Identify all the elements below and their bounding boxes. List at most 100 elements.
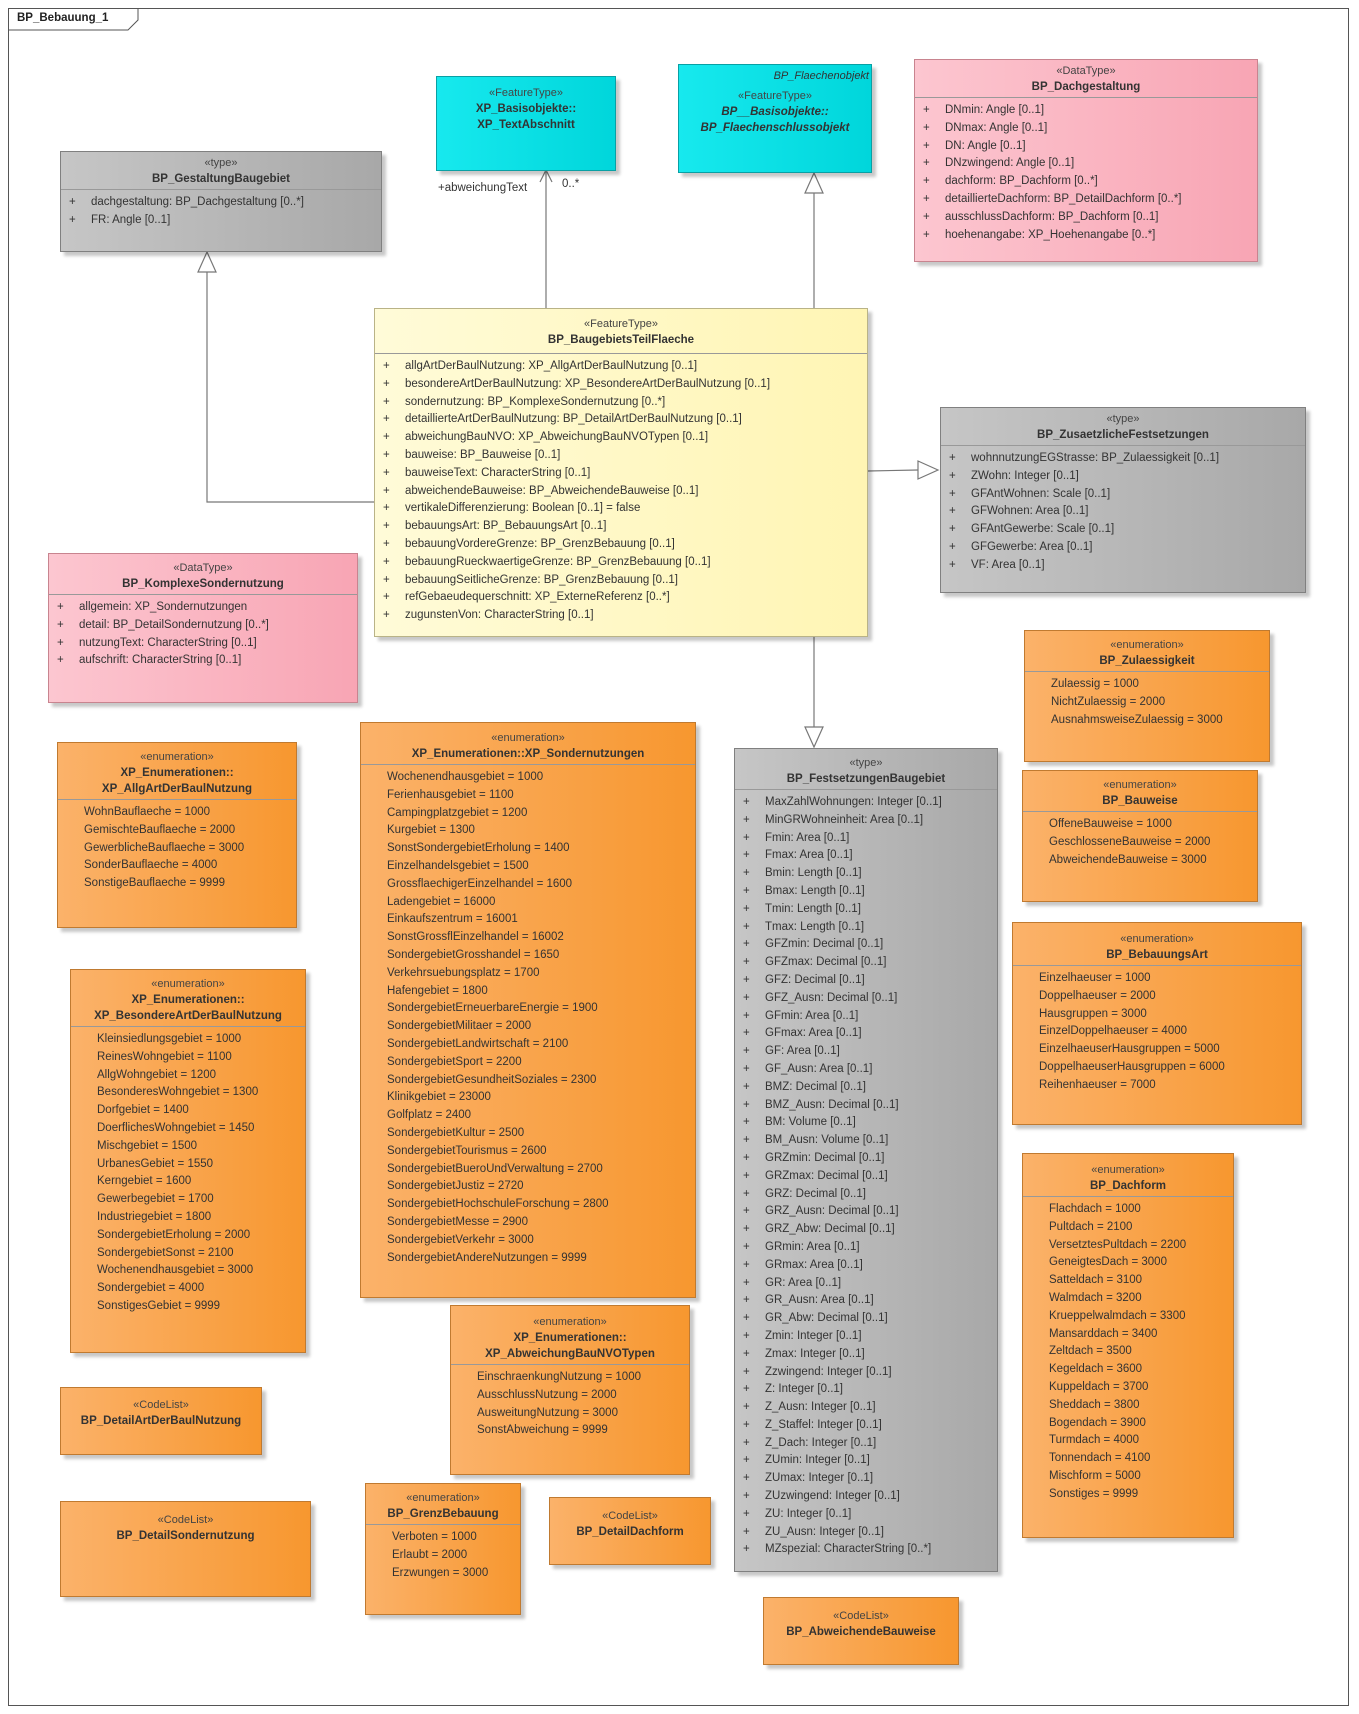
enum-literal: EinschraenkungNutzung = 1000 xyxy=(477,1371,641,1383)
enum-literal: Doppelhaeuser = 2000 xyxy=(1039,989,1156,1002)
enum-allg-art-der-baul-nutzung[interactable]: «enumeration»XP_Enumerationen::XP_AllgAr… xyxy=(57,742,297,928)
enum-bebauungsart[interactable]: «enumeration»BP_BebauungsArt Einzelhaeus… xyxy=(1012,922,1302,1125)
attribute-row: +ausschlussDachform: BP_Dachform [0..1] xyxy=(923,210,1159,223)
enum-literal: AusweitungNutzung = 3000 xyxy=(477,1406,618,1419)
enum-literal: SondergebietVerkehr = 3000 xyxy=(387,1233,534,1246)
enum-literal: SondergebietJustiz = 2720 xyxy=(387,1180,524,1193)
stereotype-label: «enumeration» xyxy=(1120,933,1194,945)
attribute-row: +Zmax: Integer [0..1] xyxy=(743,1347,865,1360)
enum-zulaessigkeit[interactable]: «enumeration»BP_Zulaessigkeit Zulaessig … xyxy=(1024,630,1270,762)
attribute-row: +dachgestaltung: BP_Dachgestaltung [0..*… xyxy=(69,196,304,208)
class-baugebiets-teilflaeche[interactable]: «FeatureType»BP_BaugebietsTeilFlaeche +a… xyxy=(374,308,868,637)
enum-literal: SondergebietBueroUndVerwaltung = 2700 xyxy=(387,1162,603,1175)
attribute-row: +bebauungsArt: BP_BebauungsArt [0..1] xyxy=(383,520,607,533)
class-name: BP_DetailArtDerBaulNutzung xyxy=(80,1415,242,1427)
class-name: BP_DetailSondernutzung xyxy=(116,1530,255,1542)
attribute-list: +dachgestaltung: BP_Dachgestaltung [0..*… xyxy=(61,189,381,234)
stereotype-label: «FeatureType» xyxy=(584,318,658,330)
codelist-detail-art-der-baul-nutzung[interactable]: «CodeList» BP_DetailArtDerBaulNutzung xyxy=(60,1387,262,1455)
class-name: BP_DetailDachform xyxy=(576,1526,684,1538)
enum-literal: Kurgebiet = 1300 xyxy=(387,824,475,837)
class-dachgestaltung[interactable]: «DataType»BP_Dachgestaltung +DNmin: Angl… xyxy=(914,59,1258,262)
attribute-row: +Fmin: Area [0..1] xyxy=(743,831,850,844)
enum-literal: AusschlussNutzung = 2000 xyxy=(477,1388,617,1401)
enum-bauweise[interactable]: «enumeration»BP_Bauweise OffeneBauweise … xyxy=(1022,770,1258,902)
diagram-frame xyxy=(8,8,1349,1706)
attribute-row: +aufschrift: CharacterString [0..1] xyxy=(57,654,242,667)
enum-literal: Hausgruppen = 3000 xyxy=(1039,1007,1147,1020)
enum-literal: Turmdach = 4000 xyxy=(1049,1434,1140,1447)
attribute-row: +ZWohn: Integer [0..1] xyxy=(949,469,1079,482)
enum-literal: GrossflaechigerEinzelhandel = 1600 xyxy=(387,877,573,890)
generalization-line-zusaetzliche xyxy=(867,469,919,472)
attribute-row: +GRmin: Area [0..1] xyxy=(743,1240,860,1253)
enum-sondernutzungen[interactable]: «enumeration»XP_Enumerationen::XP_Sonder… xyxy=(360,722,696,1298)
enum-grenzbebauung[interactable]: «enumeration»BP_GrenzBebauung Verboten =… xyxy=(365,1483,521,1615)
attribute-row: +Bmax: Length [0..1] xyxy=(743,884,865,897)
literal-list: EinschraenkungNutzung = 1000 AusschlussN… xyxy=(451,1364,689,1444)
enum-literal: SondergebietGrosshandel = 1650 xyxy=(387,948,560,961)
attribute-row: +besondereArtDerBaulNutzung: XP_Besonder… xyxy=(383,377,771,390)
enum-literal: SondergebietMesse = 2900 xyxy=(387,1215,528,1228)
attribute-row: +GFWohnen: Area [0..1] xyxy=(949,505,1089,518)
enum-literal: Tonnendach = 4100 xyxy=(1049,1452,1151,1465)
class-text-abschnitt[interactable]: «FeatureType»XP_Basisobjekte::XP_TextAbs… xyxy=(436,76,616,171)
enum-literal: SonstigesGebiet = 9999 xyxy=(97,1299,221,1312)
enum-literal: Erzwungen = 3000 xyxy=(392,1566,489,1579)
generalization-arrow-flaechenschluss xyxy=(804,171,824,194)
codelist-detail-dachform[interactable]: «CodeList»BP_DetailDachform xyxy=(549,1497,711,1565)
enum-dachform[interactable]: «enumeration»BP_Dachform Flachdach = 100… xyxy=(1022,1153,1234,1538)
enum-literal: DoppelhaeuserHausgruppen = 6000 xyxy=(1039,1060,1225,1073)
class-flaechenschlussobjekt[interactable]: BP_Flaechenobjekt «FeatureType»BP__Basis… xyxy=(678,64,872,173)
attribute-row: +GFGewerbe: Area [0..1] xyxy=(949,540,1093,553)
attribute-row: +abweichendeBauweise: BP_AbweichendeBauw… xyxy=(383,484,699,497)
diagram-title: BP_Bebauung_1 xyxy=(17,12,109,24)
enum-literal: SondergebietSport = 2200 xyxy=(387,1055,522,1068)
class-gestaltung-baugebiet[interactable]: «type»BP_GestaltungBaugebiet +dachgestal… xyxy=(60,151,382,252)
literal-list: Flachdach = 1000 Pultdach = 2100 Versetz… xyxy=(1023,1196,1233,1508)
stereotype-label: «CodeList» xyxy=(133,1399,189,1411)
enum-literal: SonstigeBauflaeche = 9999 xyxy=(84,877,225,890)
enum-literal: Flachdach = 1000 xyxy=(1049,1203,1141,1215)
enum-literal: AusnahmsweiseZulaessig = 3000 xyxy=(1051,713,1223,726)
enum-literal: AllgWohngebiet = 1200 xyxy=(97,1068,217,1081)
enum-besondere-art-der-baul-nutzung[interactable]: «enumeration»XP_Enumerationen::XP_Besond… xyxy=(70,969,306,1353)
literal-list: Verboten = 1000 Erlaubt = 2000 Erzwungen… xyxy=(366,1524,520,1586)
class-name: BP_AbweichendeBauweise xyxy=(786,1626,936,1638)
enum-literal: Reihenhaeuser = 7000 xyxy=(1039,1078,1156,1091)
enum-literal: Erlaubt = 2000 xyxy=(392,1548,468,1561)
generalization-arrow-gestaltung xyxy=(197,250,217,273)
attribute-row: +Z: Integer [0..1] xyxy=(743,1383,843,1396)
enum-abweichung-baunvo-typen[interactable]: «enumeration»XP_Enumerationen::XP_Abweic… xyxy=(450,1305,690,1475)
class-name: BP_Dachgestaltung xyxy=(1031,81,1141,93)
codelist-detail-sondernutzung[interactable]: «CodeList»BP_DetailSondernutzung xyxy=(60,1501,311,1597)
attribute-row: +GFmax: Area [0..1] xyxy=(743,1027,862,1040)
association-role-label: +abweichungText xyxy=(438,182,528,194)
attribute-row: +Zmin: Integer [0..1] xyxy=(743,1329,862,1342)
stereotype-label: «type» xyxy=(1106,413,1140,425)
attribute-row: +wohnnutzungEGStrasse: BP_Zulaessigkeit … xyxy=(949,452,1220,464)
generalization-arrow-zusaetzliche xyxy=(917,460,940,480)
enum-literal: Kegeldach = 3600 xyxy=(1049,1363,1143,1376)
class-name: XP_BesondereArtDerBaulNutzung xyxy=(94,1010,282,1022)
class-festsetzungen-baugebiet[interactable]: «type»BP_FestsetzungenBaugebiet +MaxZahl… xyxy=(734,748,998,1572)
codelist-abweichende-bauweise[interactable]: «CodeList» BP_AbweichendeBauweise xyxy=(763,1597,959,1665)
stereotype-label: «CodeList» xyxy=(833,1610,889,1622)
attribute-row: +bebauungSeitlicheGrenze: BP_GrenzBebauu… xyxy=(383,573,678,586)
attribute-row: +GR_Abw: Decimal [0..1] xyxy=(743,1312,888,1325)
class-komplexe-sondernutzung[interactable]: «DataType»BP_KomplexeSondernutzung +allg… xyxy=(48,553,358,703)
literal-list: Zulaessig = 1000 NichtZulaessig = 2000 A… xyxy=(1025,671,1269,733)
enum-literal: Mischform = 5000 xyxy=(1049,1469,1141,1482)
literal-list: Wochenendhausgebiet = 1000 Ferienhausgeb… xyxy=(361,764,695,1271)
attribute-row: +BMZ: Decimal [0..1] xyxy=(743,1080,866,1093)
class-zusaetzliche-festsetzungen[interactable]: «type»BP_ZusaetzlicheFestsetzungen +wohn… xyxy=(940,407,1306,593)
class-name: BP_GestaltungBaugebiet xyxy=(151,173,291,185)
attribute-row: +MaxZahlWohnungen: Integer [0..1] xyxy=(743,796,942,808)
attribute-row: +sondernutzung: BP_KomplexeSondernutzung… xyxy=(383,395,666,408)
attribute-row: +ZU_Ausn: Integer [0..1] xyxy=(743,1525,884,1538)
attribute-row: +Tmax: Length [0..1] xyxy=(743,920,865,933)
enum-literal: Wochenendhausgebiet = 3000 xyxy=(97,1264,254,1277)
attribute-row: +GFAntWohnen: Scale [0..1] xyxy=(949,487,1111,500)
enum-literal: Pultdach = 2100 xyxy=(1049,1220,1133,1233)
attribute-row: +bebauungRueckwaertigeGrenze: BP_GrenzBe… xyxy=(383,555,711,568)
